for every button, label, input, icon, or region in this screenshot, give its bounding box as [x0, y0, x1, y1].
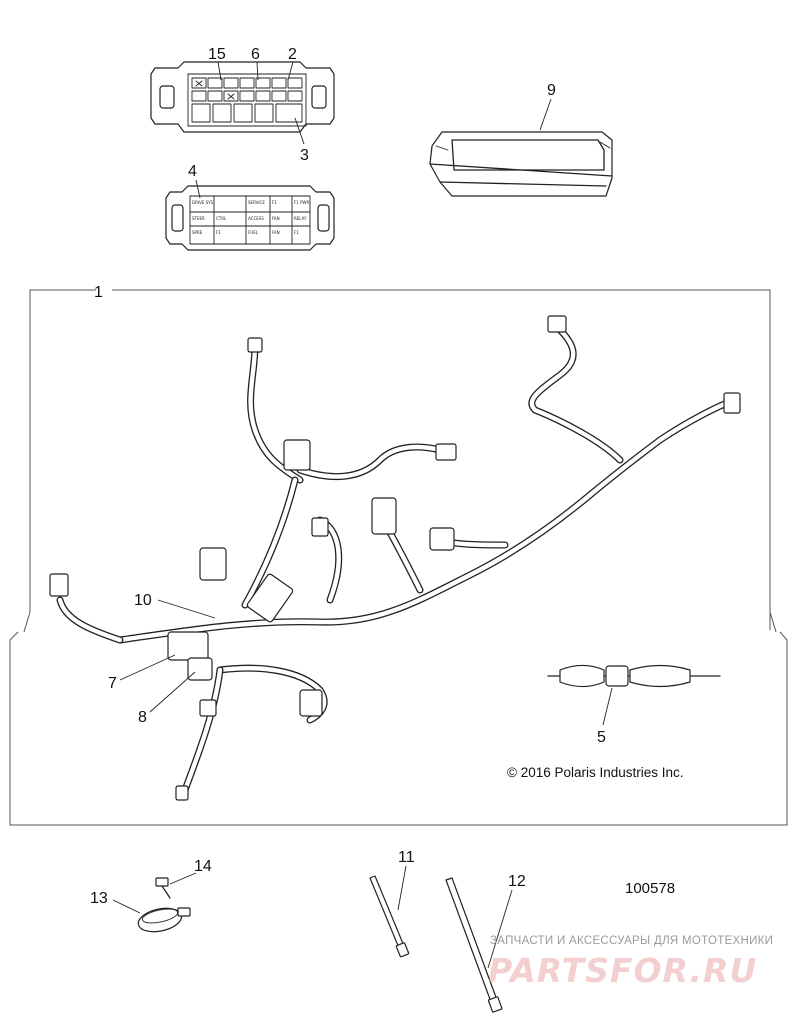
wiring-harness: 10 7 8 [49, 315, 741, 801]
watermark-brand: PARTSFOR.RU [488, 951, 757, 990]
watermark-tagline: ЗАПЧАСТИ И АКСЕССУАРЫ ДЛЯ МОТОТЕХНИКИ [490, 935, 773, 947]
callout-8: 8 [138, 709, 147, 726]
callout-11: 11 [398, 849, 415, 866]
fuse-label-r3-1: SPRE [192, 230, 203, 235]
fuse-label-r1-3: SERVICE [248, 200, 265, 205]
callout-2: 2 [288, 46, 297, 63]
diagram-number: 100578 [625, 880, 675, 897]
cable-tie-12: 12 [445, 873, 526, 1013]
callout-7: 7 [108, 675, 117, 692]
callout-12: 12 [508, 873, 526, 890]
fuse-label-r2-1: STEER [192, 216, 205, 221]
callout-3: 3 [300, 147, 309, 164]
callout-14: 14 [194, 858, 212, 875]
inline-fuse-holder: 5 [547, 664, 721, 746]
cover-part-9: 9 [429, 82, 613, 197]
callout-9: 9 [547, 82, 556, 99]
fuse-label-r2-3: ACCESS [248, 216, 264, 221]
callout-10: 10 [134, 592, 152, 609]
callout-6: 6 [251, 46, 260, 63]
fuse-label-r1-5: F1 PWR [294, 200, 309, 205]
clamp-and-bolt: 14 13 [90, 858, 212, 933]
fuse-label-r1-1: DRIVE SYS [192, 200, 214, 205]
callout-5: 5 [597, 729, 606, 746]
copyright-notice: © 2016 Polaris Industries Inc. [507, 765, 684, 780]
fuse-label-r3-5: F1 [294, 230, 299, 235]
relay-fuse-box: 15 6 2 3 [150, 46, 335, 164]
fuse-box-cover: DRIVE SYS SERVICE F1 F1 PWR STEER CTRL A… [165, 163, 335, 251]
fuse-label-r2-4: FAN [272, 216, 280, 221]
watermark: ЗАПЧАСТИ И АКСЕССУАРЫ ДЛЯ МОТОТЕХНИКИ PA… [488, 935, 773, 990]
fuse-label-r1-4: F1 [272, 200, 277, 205]
callout-15: 15 [208, 46, 226, 63]
harness-frame: 1 [9, 284, 788, 826]
callout-13: 13 [90, 890, 108, 907]
fuse-label-r2-2: CTRL [216, 216, 227, 221]
fuse-label-r3-4: FAN [272, 230, 280, 235]
fuse-label-r2-5: RELAY [294, 216, 307, 221]
fuse-label-r3-3: FUEL [248, 230, 259, 235]
callout-1: 1 [94, 284, 103, 301]
callout-4: 4 [188, 163, 197, 180]
cable-tie-11: 11 [369, 849, 415, 958]
fuse-label-r3-2: F1 [216, 230, 221, 235]
